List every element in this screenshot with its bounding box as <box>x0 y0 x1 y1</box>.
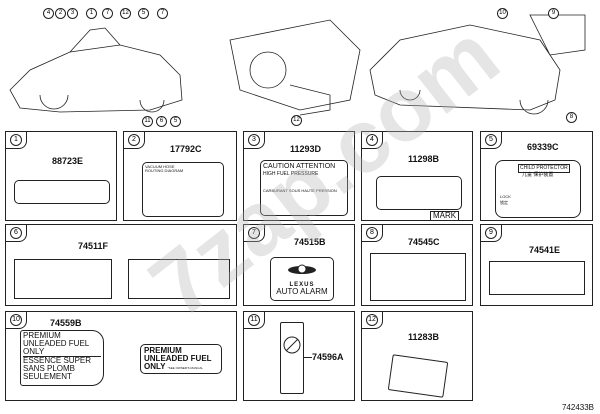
label-74545c <box>370 253 466 301</box>
label-caution: CAUTION ATTENTION HIGH FUEL PRESSURE CAR… <box>260 160 348 216</box>
panel-8: 8 74545C <box>361 224 473 306</box>
panel-number: 2 <box>124 132 145 149</box>
panel-number: 8 <box>362 225 383 242</box>
panel-12: 12 11283B <box>361 311 473 401</box>
panel-3: 3 11293D CAUTION ATTENTION HIGH FUEL PRE… <box>243 131 355 221</box>
label-74541e <box>489 261 585 295</box>
callout-11: 11 <box>142 116 153 127</box>
label-11283b <box>387 354 449 398</box>
label-88723e <box>14 180 110 204</box>
label-11298b <box>376 176 462 210</box>
part-number: 74541E <box>529 245 561 255</box>
label-premium-english: PREMIUM UNLEADED FUEL ONLY *SEE OWNER'S … <box>140 344 222 374</box>
part-number: 74545C <box>408 237 440 247</box>
label-auto-alarm: LEXUS AUTO ALARM <box>270 257 334 301</box>
callout-4: 4 <box>43 8 54 19</box>
panel-number: 1 <box>6 132 27 149</box>
label-premium-bilingual: PREMIUM UNLEADED FUEL ONLY ESSENCE SUPER… <box>20 330 104 386</box>
panel-number: 10 <box>6 312 27 329</box>
part-number: 69339C <box>527 142 559 152</box>
callout-3: 3 <box>67 8 78 19</box>
part-number: 11293D <box>290 144 322 154</box>
part-number: 74596A <box>312 352 344 362</box>
callout-7: 7 <box>102 8 113 19</box>
callout-5b: 5 <box>170 116 181 127</box>
callout-2: 2 <box>55 8 66 19</box>
panel-number: 12 <box>362 312 383 329</box>
callout-12b: 12 <box>291 115 302 126</box>
label-74511f-a <box>14 259 112 299</box>
part-number: 11283B <box>408 332 440 342</box>
panel-1: 1 88723E <box>5 131 117 221</box>
panel-number: 7 <box>244 225 265 242</box>
leader-line <box>304 357 312 358</box>
front-car-outline <box>9 27 183 113</box>
panel-number: 5 <box>481 132 502 149</box>
part-number: 17792C <box>170 144 202 154</box>
label-child-protector: CHILD PROTECTOR 儿童 保护装置 LOCK 锁定 <box>495 160 581 218</box>
figure-id: 742433B <box>561 403 594 412</box>
part-number: 74511F <box>78 241 109 251</box>
panel-7: 7 74515B LEXUS AUTO ALARM <box>243 224 355 306</box>
panel-number: 3 <box>244 132 265 149</box>
panel-4: 4 11298B MARK <box>361 131 473 221</box>
mark-label: MARK <box>430 211 460 221</box>
panel-6: 6 74511F <box>5 224 237 306</box>
callout-12: 12 <box>120 8 131 19</box>
part-number: 11298B <box>408 154 440 164</box>
part-number: 74559B <box>50 318 82 328</box>
panel-number: 11 <box>244 312 265 329</box>
panel-number: 4 <box>362 132 383 149</box>
callout-6: 6 <box>156 116 167 127</box>
panel-number: 6 <box>6 225 27 242</box>
panel-11: 11 74596A <box>243 311 355 401</box>
callout-9: 9 <box>548 8 559 19</box>
no-symbol-icon <box>283 336 301 354</box>
callout-1: 1 <box>86 8 97 19</box>
part-number: 74515B <box>294 237 326 247</box>
panel-number: 9 <box>481 225 502 242</box>
panel-9: 9 74541E <box>480 224 593 306</box>
car-illustrations <box>9 14 586 116</box>
label-74511f-b <box>128 259 230 299</box>
panel-10: 10 74559B PREMIUM UNLEADED FUEL ONLY ESS… <box>5 311 237 401</box>
panel-5: 5 69339C CHILD PROTECTOR 儿童 保护装置 LOCK 锁定 <box>480 131 593 221</box>
car-alarm-icon <box>288 264 316 274</box>
interior-outline <box>229 19 361 116</box>
label-74596a <box>280 322 304 394</box>
callout-10: 10 <box>497 8 508 19</box>
callout-5: 5 <box>138 8 149 19</box>
part-number: 88723E <box>52 156 84 166</box>
callout-8: 8 <box>566 112 577 123</box>
callout-7b: 7 <box>157 8 168 19</box>
rear-car-outline <box>369 14 586 115</box>
